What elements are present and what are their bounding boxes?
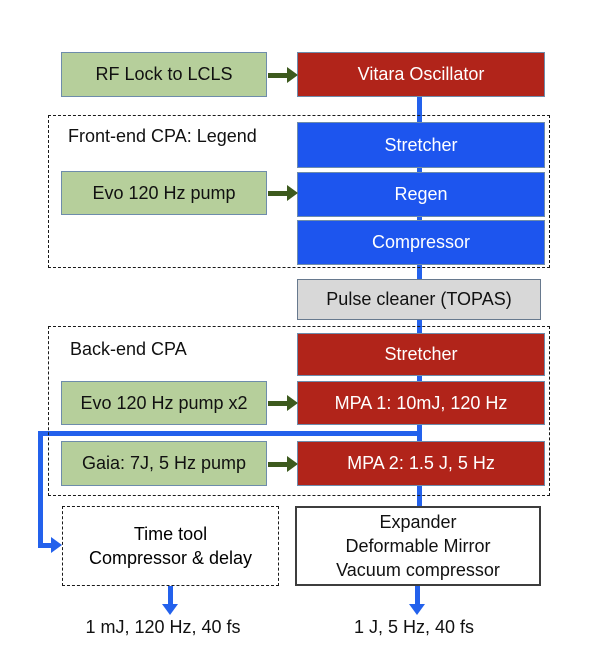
node-stretcher-frontend: Stretcher xyxy=(297,122,545,168)
arrow-shaft xyxy=(268,72,287,78)
arrowhead-icon xyxy=(162,604,178,615)
backend-cpa-label: Back-end CPA xyxy=(70,339,187,359)
node-vitara-oscillator: Vitara Oscillator xyxy=(297,52,545,97)
arrowhead-icon xyxy=(287,456,298,472)
arrowhead-icon xyxy=(409,604,425,615)
branch-line-horizontal xyxy=(38,431,422,436)
arrow-shaft xyxy=(268,400,287,406)
node-compressor-frontend: Compressor xyxy=(297,220,545,265)
arrow-evo-x2-to-mpa1 xyxy=(268,395,298,411)
node-evo-pump: Evo 120 Hz pump xyxy=(61,171,267,215)
expander-line3: Vacuum compressor xyxy=(336,560,500,580)
branch-arrowhead-icon xyxy=(51,537,62,553)
node-regen: Regen xyxy=(297,172,545,217)
node-gaia-pump: Gaia: 7J, 5 Hz pump xyxy=(61,441,267,486)
node-rf-lock: RF Lock to LCLS xyxy=(61,52,267,97)
arrow-rf-to-vitara xyxy=(268,67,298,83)
arrow-shaft xyxy=(268,190,287,196)
output-arrow-right xyxy=(409,586,425,615)
arrow-evo-to-regen xyxy=(268,185,298,201)
output-label-left: 1 mJ, 120 Hz, 40 fs xyxy=(85,617,241,637)
node-expander-compressor: Expander Deformable Mirror Vacuum compre… xyxy=(295,506,541,586)
expander-line1: Expander xyxy=(379,512,457,532)
arrow-gaia-to-mpa2 xyxy=(268,456,298,472)
node-stretcher-backend: Stretcher xyxy=(297,333,545,376)
time-tool-line2: Compressor & delay xyxy=(88,548,253,568)
arrow-shaft xyxy=(167,586,173,604)
expander-line2: Deformable Mirror xyxy=(345,536,491,556)
arrowhead-icon xyxy=(287,185,298,201)
node-pulse-cleaner: Pulse cleaner (TOPAS) xyxy=(297,279,541,320)
frontend-cpa-group xyxy=(48,115,550,268)
arrowhead-icon xyxy=(287,395,298,411)
branch-line-vertical xyxy=(38,431,43,548)
branch-line-stub xyxy=(38,543,52,548)
node-evo-pump-x2: Evo 120 Hz pump x2 xyxy=(61,381,267,425)
node-mpa2: MPA 2: 1.5 J, 5 Hz xyxy=(297,441,545,486)
output-label-right: 1 J, 5 Hz, 40 fs xyxy=(353,617,475,637)
node-time-tool: Time tool Compressor & delay xyxy=(62,506,279,586)
time-tool-line1: Time tool xyxy=(133,524,208,544)
arrow-shaft xyxy=(268,461,287,467)
node-mpa1: MPA 1: 10mJ, 120 Hz xyxy=(297,381,545,425)
arrow-shaft xyxy=(414,586,420,604)
arrowhead-icon xyxy=(287,67,298,83)
frontend-cpa-label: Front-end CPA: Legend xyxy=(68,126,257,146)
output-arrow-left xyxy=(162,586,178,615)
backend-cpa-group xyxy=(48,326,550,496)
